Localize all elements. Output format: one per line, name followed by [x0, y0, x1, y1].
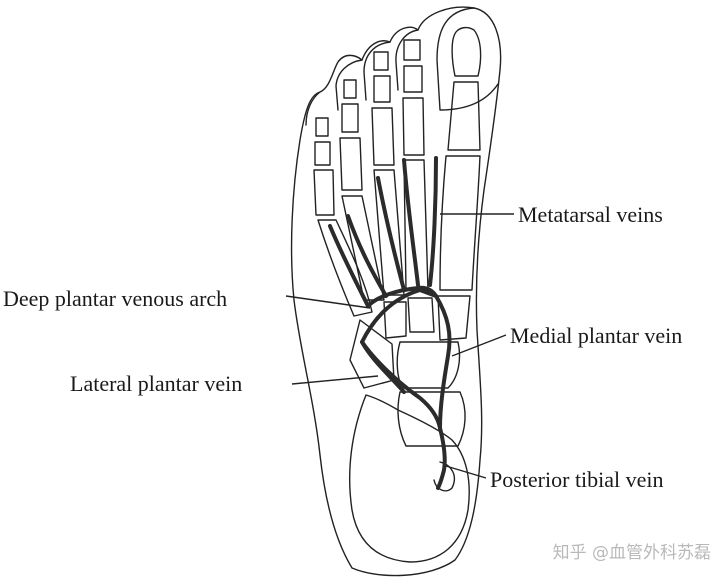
label-medial-plantar-vein: Medial plantar vein [510, 323, 683, 348]
toe4-middle [341, 103, 359, 133]
toe5-distal [315, 117, 329, 137]
toe-outline-3 [363, 41, 391, 101]
metatarsal-vein-5 [328, 224, 370, 308]
lateral-cuneiform [383, 301, 407, 339]
metatarsal-vein-4 [346, 214, 388, 298]
metatarsal-vein-3 [376, 176, 406, 292]
talus [397, 391, 466, 447]
medial-cuneiform [437, 295, 471, 341]
toe-outline-4 [335, 59, 363, 111]
medial-plantar-vein [434, 294, 452, 430]
cuboid [349, 319, 395, 389]
toe2-distal [403, 39, 421, 61]
posterior-tibial-vein [436, 426, 447, 490]
toe-outline-1 [436, 7, 499, 111]
hallux-proximal-phalanx [447, 81, 481, 151]
toe4-distal [343, 79, 357, 99]
toe3-proximal [371, 107, 395, 166]
toe4-proximal [339, 137, 363, 191]
foot-outline [290, 6, 502, 577]
leader-medial-plantar-vein [451, 334, 507, 357]
toe-outline-5 [305, 91, 321, 126]
label-deep-plantar-venous-arch: Deep plantar venous arch [3, 286, 228, 311]
watermark: 知乎 @血管外科苏磊 [552, 543, 711, 563]
label-posterior-tibial-vein: Posterior tibial vein [490, 467, 664, 492]
toe5-middle [314, 141, 331, 166]
metatarsal-vein-2 [402, 158, 420, 287]
toe3-middle [373, 75, 391, 103]
hallux-distal-phalanx [451, 26, 482, 77]
calcaneus [348, 394, 470, 563]
intermediate-cuneiform [407, 297, 435, 333]
lateral-plantar-vein [360, 340, 442, 430]
metatarsal-vein-1 [428, 156, 438, 287]
leader-lateral-plantar-vein [291, 375, 379, 385]
metatarsal-1 [439, 155, 481, 291]
toe3-distal [373, 51, 389, 71]
toe2-proximal [402, 97, 425, 156]
leader-posterior-tibial-vein [445, 465, 487, 479]
toe-outline-2 [395, 29, 419, 91]
label-lateral-plantar-vein: Lateral plantar vein [70, 371, 243, 396]
toe5-proximal [313, 169, 335, 216]
leader-deep-plantar-arch [285, 295, 371, 309]
label-metatarsal-veins: Metatarsal veins [518, 202, 663, 227]
toe2-middle [403, 65, 423, 93]
metatarsal-5 [317, 219, 373, 317]
